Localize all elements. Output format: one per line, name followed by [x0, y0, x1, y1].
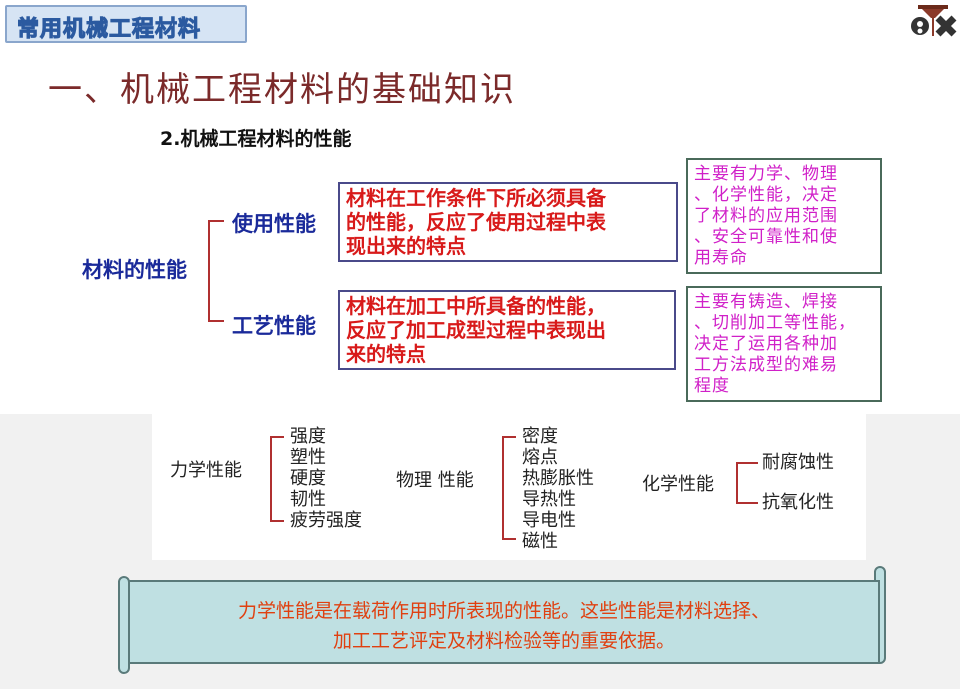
list-item: 强度 [290, 426, 326, 447]
root-bracket [208, 220, 224, 322]
branch-label-use: 使用性能 [232, 212, 316, 236]
group-item-chemical-1: 抗氧化性 [762, 492, 834, 513]
note-box-use: 主要有力学、物理 、化学性能，决定 了材料的应用范围 、安全可靠性和使 用寿命 [686, 158, 882, 274]
list-item: 热膨胀性 [522, 468, 594, 489]
main-title: 一、机械工程材料的基础知识 [48, 70, 516, 110]
list-item: 塑性 [290, 447, 326, 468]
group-bracket-physical [502, 436, 516, 540]
group-label-physical: 物理 性能 [396, 470, 474, 491]
list-item: 熔点 [522, 447, 558, 468]
note-line: 、切削加工等性能， [694, 313, 856, 333]
group-item-chemical-0: 耐腐蚀性 [762, 452, 834, 473]
school-logo-icon [908, 4, 958, 40]
definition-box-use: 材料在工作条件下所必须具备 的性能，反应了使用过程中表 现出来的特点 [338, 182, 678, 262]
group-bracket-mechanical [270, 436, 284, 522]
note-line: 了材料的应用范围 [694, 206, 838, 226]
note-line: 程度 [694, 376, 730, 396]
list-item: 疲劳强度 [290, 510, 362, 531]
note-line: 、安全可靠性和使 [694, 227, 838, 247]
note-line: 决定了运用各种加 [694, 334, 838, 354]
definition-line: 的性能，反应了使用过程中表 [346, 210, 606, 234]
group-list-physical: 密度 熔点 热膨胀性 导热性 导电性 磁性 [522, 426, 594, 552]
definition-line: 材料在工作条件下所必须具备 [346, 186, 606, 210]
list-item: 韧性 [290, 489, 326, 510]
note-line: 用寿命 [694, 248, 748, 268]
scroll-text-line-2: 加工工艺评定及材料检验等的重要依据。 [332, 630, 675, 652]
group-list-mechanical: 强度 塑性 硬度 韧性 疲劳强度 [290, 426, 362, 531]
note-line: 主要有铸造、焊接 [694, 292, 838, 312]
root-label: 材料的性能 [82, 258, 187, 282]
definition-line: 反应了加工成型过程中表现出 [346, 318, 606, 342]
group-label-mechanical: 力学性能 [170, 460, 242, 481]
header-title: 常用机械工程材料 [16, 17, 202, 43]
list-item: 硬度 [290, 468, 326, 489]
definition-line: 材料在加工中所具备的性能， [346, 294, 606, 318]
group-bracket-chemical [736, 462, 758, 504]
sub-title: 2.机械工程材料的性能 [160, 128, 352, 150]
note-line: 、化学性能，决定 [694, 185, 838, 205]
definition-line: 来的特点 [346, 342, 426, 366]
scroll-note: 力学性能是在载荷作用时所表现的性能。这些性能是材料选择、 加工工艺评定及材料检验… [118, 566, 888, 676]
note-line: 主要有力学、物理 [694, 164, 838, 184]
scroll-body: 力学性能是在载荷作用时所表现的性能。这些性能是材料选择、 加工工艺评定及材料检验… [128, 580, 880, 664]
list-item: 导热性 [522, 489, 576, 510]
list-item: 导电性 [522, 510, 576, 531]
definition-line: 现出来的特点 [346, 234, 466, 258]
list-item: 磁性 [522, 531, 558, 552]
scroll-text-line-1: 力学性能是在载荷作用时所表现的性能。这些性能是材料选择、 [237, 600, 770, 622]
branch-label-process: 工艺性能 [232, 314, 316, 338]
group-label-chemical: 化学性能 [642, 474, 714, 495]
list-item: 密度 [522, 426, 558, 447]
header-banner: 常用机械工程材料 [5, 5, 247, 43]
definition-box-process: 材料在加工中所具备的性能， 反应了加工成型过程中表现出 来的特点 [338, 290, 676, 370]
note-box-process: 主要有铸造、焊接 、切削加工等性能， 决定了运用各种加 工方法成型的难易 程度 [686, 286, 882, 402]
note-line: 工方法成型的难易 [694, 355, 838, 375]
